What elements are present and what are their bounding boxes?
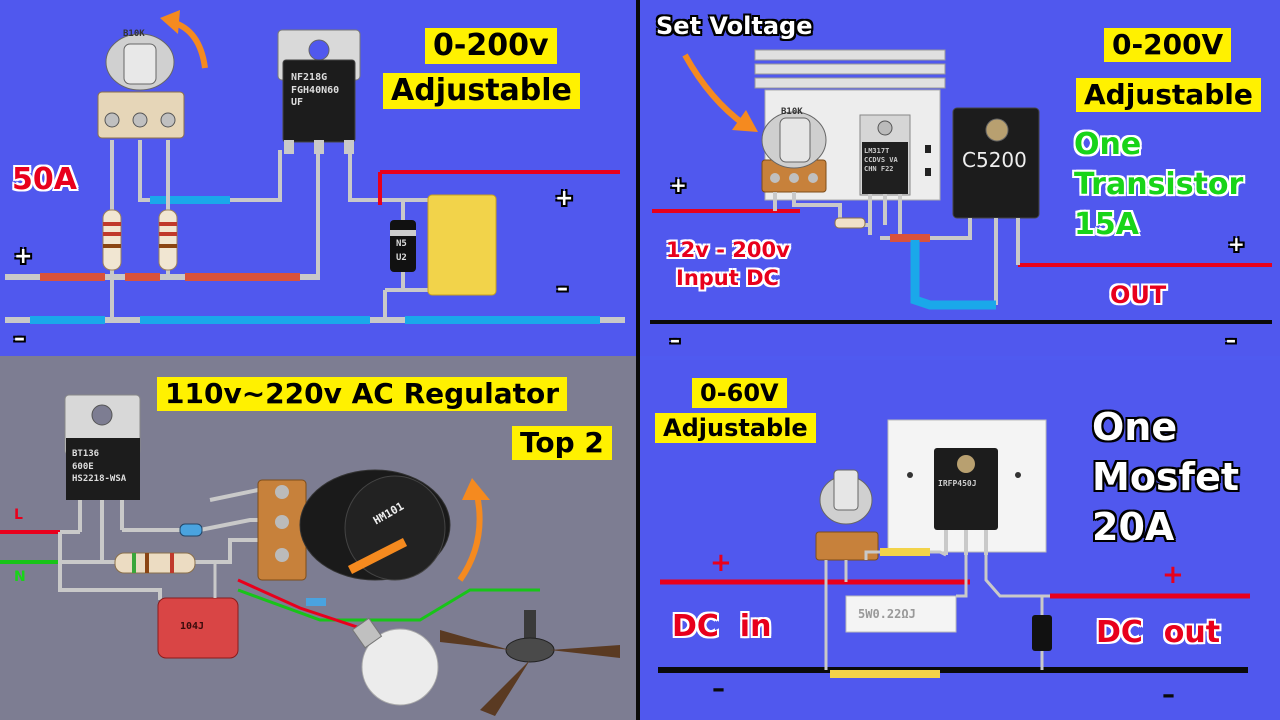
- bulb: [361, 628, 439, 706]
- plus-sign-input: +: [670, 173, 687, 197]
- title-word-box: Adjustable: [383, 73, 580, 109]
- heatsink-fin: [754, 63, 946, 75]
- title-range-box: 0-200V: [1104, 28, 1232, 62]
- pot-marking: B10K: [123, 29, 145, 39]
- capacitor: [157, 597, 239, 659]
- minus-sign-output: –: [557, 276, 568, 301]
- power-resistor: [845, 595, 957, 633]
- dc-out-label: DC out: [1096, 615, 1221, 650]
- transistor-marking-line: UF: [291, 97, 304, 108]
- resistor: [158, 209, 178, 271]
- transistor-marking: C5200: [962, 148, 1027, 172]
- one-label: One: [1074, 127, 1142, 162]
- blue-wire: [910, 240, 996, 310]
- vertical-divider: [636, 0, 640, 720]
- diode-marking: N5: [396, 239, 407, 249]
- potentiometer: [815, 531, 879, 561]
- title-word-box: Adjustable: [655, 413, 816, 443]
- pot-marking: B10K: [781, 107, 803, 117]
- regulator-body: [862, 142, 908, 194]
- minus-sign-input: –: [712, 674, 725, 704]
- heatsink-fin: [754, 77, 946, 89]
- regulator-marking-line: LM317T: [864, 147, 890, 155]
- transistor-label: Transistor: [1074, 167, 1244, 202]
- one-label: One: [1092, 405, 1178, 449]
- regulator-marking: LM317T CCDVS VA CHN F22: [864, 147, 898, 174]
- mosfet: [934, 448, 998, 530]
- regulator-marking-line: CCDVS VA: [864, 156, 898, 165]
- circuit-top-right: [650, 49, 1272, 324]
- dc-in-label: DC in: [672, 609, 772, 644]
- resistor: [114, 552, 196, 574]
- diode-marking: U2: [396, 253, 407, 263]
- resistor: [102, 209, 122, 271]
- diac: [179, 523, 203, 537]
- circuit-top-left: [5, 10, 625, 324]
- panel-bottom-right: IRFP450J 5W0.22ΩJ 0-60V Adjustable One M…: [640, 360, 1280, 720]
- capacitor-marking: 104J: [180, 621, 205, 632]
- transistor-marking: NF218G FGH40N60 UF: [291, 72, 339, 110]
- circuit-bottom-left: [0, 394, 620, 716]
- input-range-label: 12v - 200v: [666, 238, 790, 262]
- input-dc-label: Input DC: [676, 266, 779, 290]
- plus-sign-input: +: [14, 244, 33, 269]
- mosfet-label: Mosfet: [1092, 455, 1240, 499]
- triac-body: [66, 438, 140, 500]
- current-label: 50A: [12, 162, 77, 197]
- ceiling-fan: [440, 610, 620, 716]
- title-range-box: 0-200v: [425, 28, 557, 64]
- set-voltage-label: Set Voltage: [656, 12, 813, 40]
- plus-sign-input: +: [710, 548, 732, 578]
- triac-marking-line: HS2218-WSA: [72, 474, 127, 485]
- pointer-arrow-icon: [682, 53, 747, 128]
- current-label: 20A: [1092, 505, 1175, 549]
- current-label: 15A: [1074, 207, 1139, 242]
- minus-sign-output: –: [1226, 328, 1236, 352]
- triac-marking: BT136 600E HS2218-WSA: [72, 448, 126, 486]
- neutral-label: N: [14, 569, 26, 585]
- rotate-arrow-icon: [457, 489, 483, 582]
- subtitle-box: Top 2: [512, 426, 612, 460]
- transistor-marking-line: NF218G: [291, 72, 328, 83]
- triac-marking-line: 600E: [72, 461, 94, 472]
- line-label: L: [14, 507, 23, 523]
- diode: [1032, 615, 1052, 651]
- minus-sign-output: –: [1162, 680, 1175, 710]
- plus-sign-output: +: [1228, 232, 1245, 256]
- transistor-marking-line: FGH40N60: [291, 84, 340, 96]
- out-label: OUT: [1110, 281, 1167, 309]
- panel-top-right: B10K LM317T CCDVS VA CHN F22 C5200 Set V…: [640, 0, 1280, 356]
- mosfet-marking: IRFP450J: [938, 479, 977, 488]
- resistor-marking: 5W0.22ΩJ: [858, 607, 916, 621]
- regulator-marking-line: CHN F22: [864, 165, 894, 174]
- panel-top-left: NF218G FGH40N60 UF B10K N5 U2 0-200v Adj…: [0, 0, 636, 356]
- resistor: [834, 217, 866, 229]
- horizontal-divider-left: [0, 356, 636, 360]
- minus-sign-input: –: [670, 328, 680, 352]
- plus-sign-output: +: [1162, 560, 1184, 590]
- minus-sign-input: –: [14, 326, 25, 351]
- plus-sign-output: +: [555, 186, 574, 211]
- title-box: 110v~220v AC Regulator: [157, 377, 568, 411]
- heatsink-fin: [754, 49, 946, 61]
- circuit-bottom-right: [658, 419, 1250, 678]
- title-word-box: Adjustable: [1076, 78, 1261, 112]
- triac-marking-line: BT136: [72, 449, 100, 459]
- title-range-box: 0-60V: [692, 378, 787, 408]
- panel-bottom-left: BT136 600E HS2218-WSA HM101 104J 110v~22…: [0, 360, 636, 720]
- capacitor: [427, 194, 497, 296]
- knob-indicator: [347, 537, 408, 575]
